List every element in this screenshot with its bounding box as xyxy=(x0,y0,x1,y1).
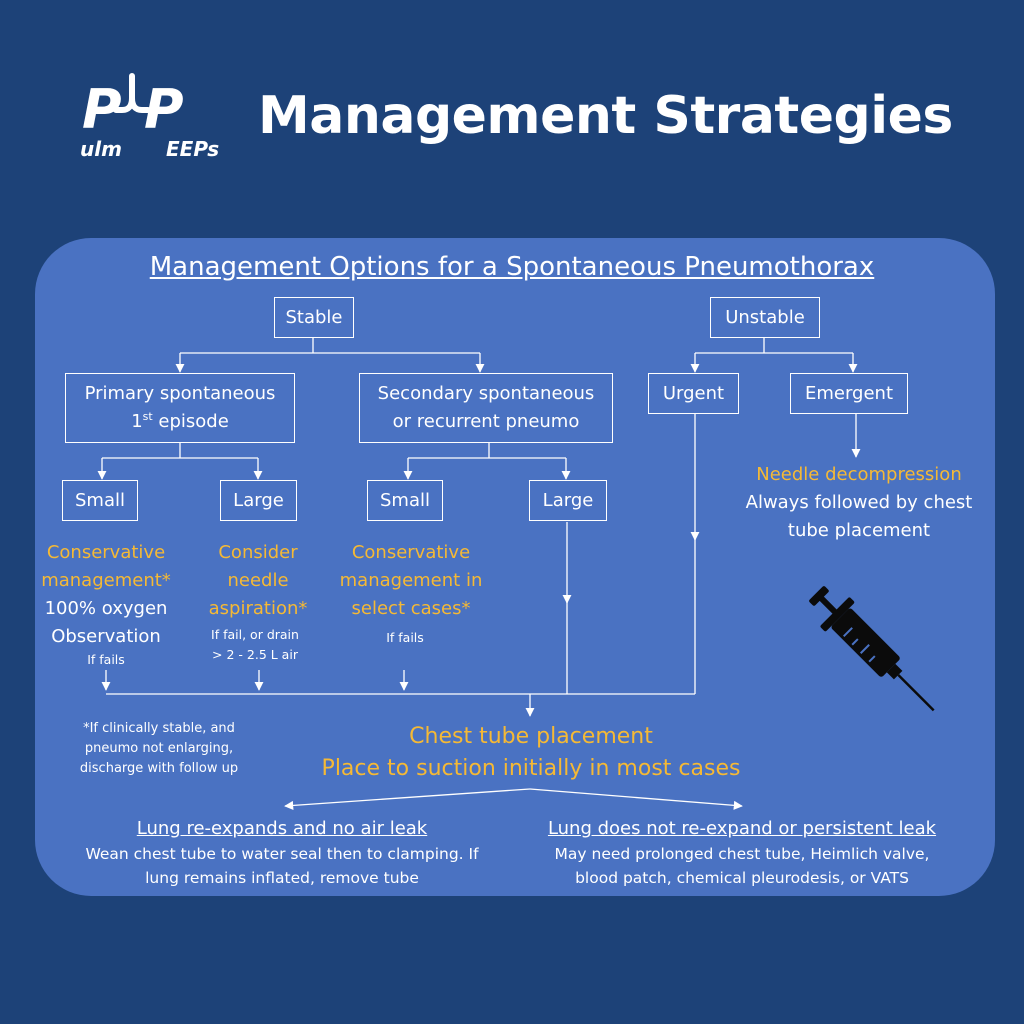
secondary-line1: Secondary spontaneous xyxy=(377,383,595,404)
primary-small-mgmt-2: management* xyxy=(41,570,171,591)
emergent-followup-1: Always followed by chest xyxy=(745,492,973,513)
diagram-panel xyxy=(35,238,995,896)
outcome-left-text-2: lung remains inflated, remove tube xyxy=(145,869,419,887)
primary-spontaneous-box: Primary spontaneous 1st episode xyxy=(65,373,295,443)
outcome-left-title: Lung re-expands and no air leak xyxy=(136,818,428,839)
urgent-box: Urgent xyxy=(648,373,739,414)
secondary-line2: or recurrent pneumo xyxy=(392,411,580,432)
outcome-right-text-1: May need prolonged chest tube, Heimlich … xyxy=(554,845,930,863)
primary-line1: Primary spontaneous xyxy=(84,383,276,404)
outcome-left-text-1: Wean chest tube to water seal then to cl… xyxy=(85,845,479,863)
needle-decompression: Needle decompression xyxy=(756,464,962,485)
svg-text:ulm: ulm xyxy=(80,137,122,161)
primary-small-fail: If fails xyxy=(87,652,125,667)
primary-small-oxygen: 100% oxygen xyxy=(44,598,168,619)
outcome-right-title: Lung does not re-expand or persistent le… xyxy=(547,818,937,839)
outcome-right-text-2: blood patch, chemical pleurodesis, or VA… xyxy=(575,869,909,887)
secondary-small-text-1: Conservative xyxy=(351,542,471,563)
primary-large-fail-1: If fail, or drain xyxy=(211,627,299,642)
chest-tube-placement: Chest tube placement xyxy=(409,724,653,749)
primary-large-text-3: aspiration* xyxy=(208,598,308,619)
primary-small-mgmt-1: Conservative xyxy=(46,542,166,563)
chest-tube-suction: Place to suction initially in most cases xyxy=(321,756,741,781)
footnote-3: discharge with follow up xyxy=(79,761,239,776)
secondary-large-box: Large xyxy=(529,480,607,521)
primary-small-box: Small xyxy=(62,480,138,521)
primary-line2: 1st episode xyxy=(131,410,229,432)
secondary-spontaneous-box: Secondary spontaneous or recurrent pneum… xyxy=(359,373,613,443)
secondary-small-text-3: select cases* xyxy=(351,598,471,619)
secondary-small-text-2: management in xyxy=(339,570,483,591)
secondary-small-fail: If fails xyxy=(386,630,424,645)
primary-large-box: Large xyxy=(220,480,297,521)
footnote-1: *If clinically stable, and xyxy=(83,721,235,736)
unstable-box: Unstable xyxy=(710,297,820,338)
diagram-title: Management Options for a Spontaneous Pne… xyxy=(149,252,875,282)
page-title: Management Strategies xyxy=(258,86,953,146)
pulm-peeps-logo: P P ulm EEPs xyxy=(80,73,219,161)
svg-text:EEPs: EEPs xyxy=(166,137,219,161)
footnote-2: pneumo not enlarging, xyxy=(84,741,234,756)
primary-large-text-2: needle xyxy=(227,570,289,591)
stable-box: Stable xyxy=(274,297,354,338)
syringe-icon xyxy=(809,586,935,712)
primary-small-observation: Observation xyxy=(51,626,161,647)
secondary-small-box: Small xyxy=(367,480,443,521)
emergent-followup-2: tube placement xyxy=(787,520,931,541)
primary-large-text-1: Consider xyxy=(218,542,298,563)
emergent-box: Emergent xyxy=(790,373,908,414)
primary-large-fail-2: > 2 - 2.5 L air xyxy=(212,647,298,662)
